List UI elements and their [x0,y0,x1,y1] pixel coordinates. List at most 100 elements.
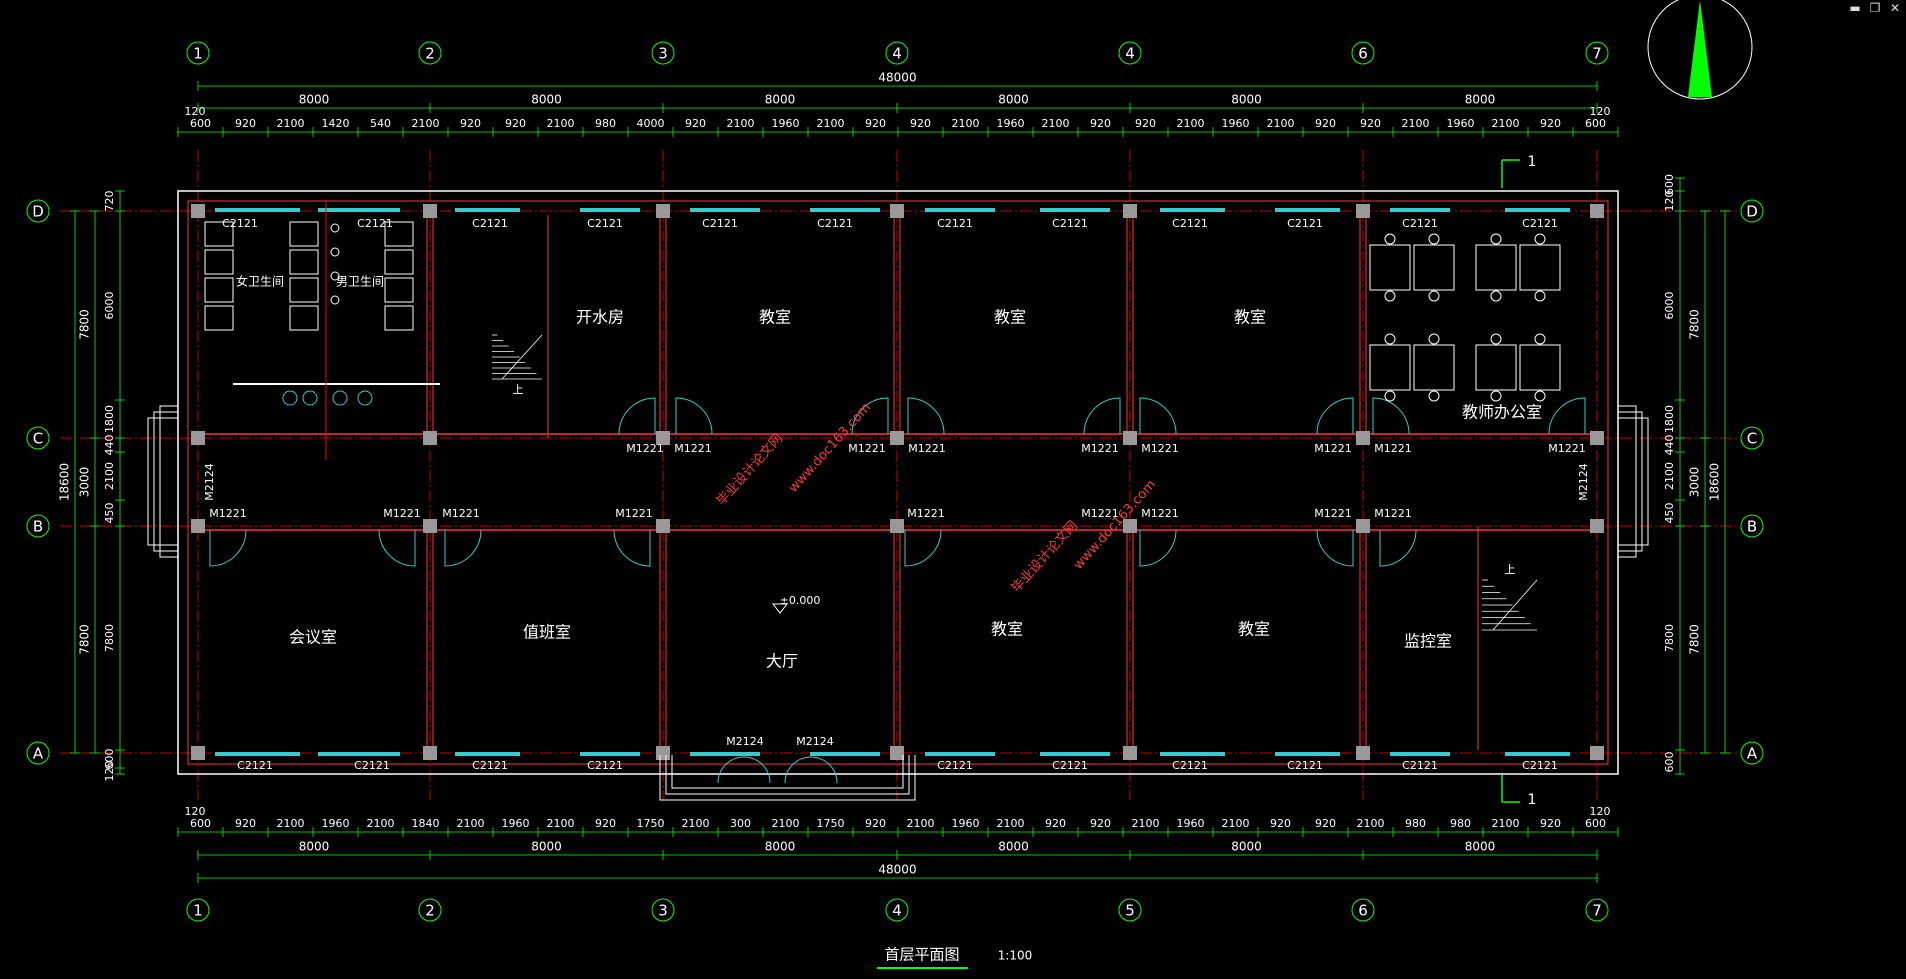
window-tag: C2121 [222,217,258,230]
dim-left-inner-label: 7800 [103,624,116,652]
dim-right-inner-label: 600 [1663,174,1676,195]
office-chair [1384,233,1396,245]
grid-bubble-right-label: A [1747,745,1758,763]
minimize-button[interactable]: ▬ [1849,1,1861,15]
dim-right-inner-label: 1800 [1663,405,1676,433]
side-step [1618,411,1643,552]
urinal [330,247,340,257]
north-arrow [1688,0,1712,97]
toilet-stall [204,221,234,247]
column [890,204,904,218]
door-swing [904,529,942,567]
dim-detail-bottom-label: 600 [1585,817,1606,830]
column [656,204,670,218]
dim-overall-bottom-label: 48000 [878,863,916,877]
dim-detail-bottom-label: 1750 [637,817,665,830]
side-step [147,417,178,546]
dim-right-inner-label: 440 [1663,435,1676,456]
dim-bay-top-label: 8000 [998,93,1029,107]
column [656,519,670,533]
grid-bubble-top [1351,41,1375,65]
grid-bubble-bottom [1585,898,1609,922]
dim-detail-top-label: 600 [190,117,211,130]
dim-bay-bottom-label: 8000 [1231,840,1262,854]
grid-bubble-top [651,41,675,65]
entrance-step [671,755,904,789]
window [1390,208,1450,212]
door-tag: M1221 [674,442,712,455]
dim-bay-bottom-label: 8000 [299,840,330,854]
grid-bubble-top-label: 7 [1592,45,1602,63]
north-arrow-circle [1647,0,1753,100]
door-tag: M1221 [626,442,664,455]
column [1123,431,1137,445]
window-tag: C2121 [702,217,738,230]
window-tag: C2121 [1172,759,1208,772]
section-mark-label-top: 1 [1528,154,1537,170]
section-mark-label-bottom: 1 [1528,792,1537,808]
grid-bubble-right [1740,741,1764,765]
grid-bubble-right-label: B [1747,518,1757,536]
dim-detail-bottom-label: 2100 [1132,817,1160,830]
column [890,431,904,445]
door-tag: M1221 [1141,442,1179,455]
restore-button[interactable]: ❐ [1869,1,1881,15]
dim-detail-bottom-label: 2100 [772,817,800,830]
watermark-site: www.doc163.com [1071,477,1159,572]
dim-detail-bottom-label: 2100 [457,817,485,830]
door-tag-side: M2124 [1577,463,1590,501]
dim-left-inner-label: 720 [103,191,116,212]
grid-bubble-bottom-label: 6 [1358,902,1368,920]
column [656,431,670,445]
window-tag: C2121 [817,217,853,230]
grid-bubble-top [418,41,442,65]
door-swing [613,529,651,567]
dim-left-inner-label: 1800 [103,405,116,433]
dim-detail-top-label: 920 [1360,117,1381,130]
dim-detail-top-label: 2100 [547,117,575,130]
outer-wall [177,190,1619,775]
grid-bubble-right-label: D [1746,203,1758,221]
office-chair [1534,333,1546,345]
grid-bubble-left [26,514,50,538]
room-label-meeting: 会议室 [289,628,337,647]
door-tag: M1221 [442,507,480,520]
dim-detail-top-label: 2100 [277,117,305,130]
column [890,519,904,533]
door-swing-main [810,756,838,784]
dim-detail-top-label: 920 [505,117,526,130]
stair-up-label: 上 [1505,563,1516,576]
door-tag: M1221 [908,442,946,455]
dim-detail-bottom-label: 920 [1090,817,1111,830]
door-tag: M1221 [1314,442,1352,455]
dim-bay-top-label: 8000 [765,93,796,107]
elevation-marker [771,603,789,614]
grid-bubble-left-label: C [33,430,43,448]
outer-wall-inner [187,200,1609,765]
dim-bay-bottom-label: 8000 [998,840,1029,854]
grid-bubble-bottom-label: 4 [892,902,902,920]
grid-bubble-left-label: B [33,518,43,536]
dim-detail-top-label: 920 [460,117,481,130]
wash-basin [332,390,348,406]
dim-detail-top-label: 120 [185,105,206,118]
column [1356,431,1370,445]
window [1160,752,1225,756]
door-swing [851,397,889,435]
dim-detail-bottom-label: 980 [1450,817,1471,830]
close-button[interactable]: ✕ [1889,1,1901,15]
column [1590,431,1604,445]
window [1505,208,1570,212]
grid-bubble-bottom [1351,898,1375,922]
window [215,752,300,756]
grid-bubble-bottom [885,898,909,922]
window [1390,752,1450,756]
dim-detail-top-label: 920 [1540,117,1561,130]
grid-bubble-top-label: 3 [658,45,668,63]
room-label-hall: 大厅 [766,652,798,671]
elevation-label: ±0.000 [780,594,821,607]
wash-basin [357,390,373,406]
dim-right-mid-label: 7800 [1688,624,1702,655]
door-tag: M1221 [383,507,421,520]
side-step [1618,405,1637,558]
